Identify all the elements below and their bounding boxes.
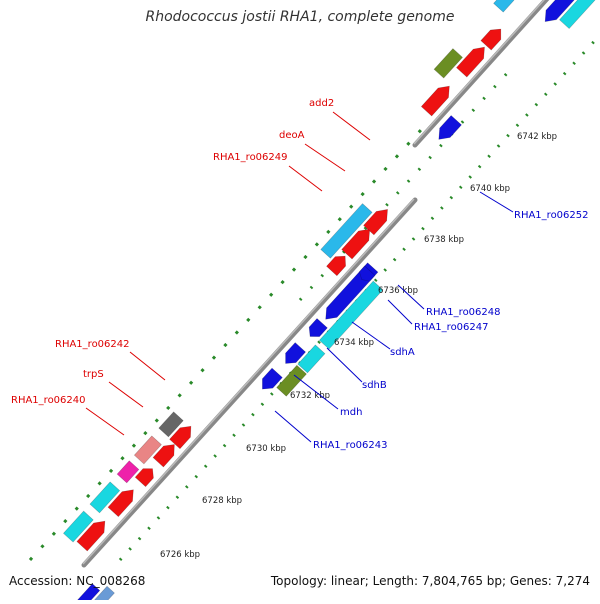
gene-reverse-1 [262,367,283,390]
genome-title: Rhodococcus jostii RHA1, complete genome [145,9,455,25]
gene-label-rha1_ro06240: RHA1_ro06240 [11,395,86,406]
genome-summary: Topology: linear; Length: 7,804,765 bp; … [270,574,590,588]
backbone-segment-upper [412,0,550,148]
gene-forward-8 [363,209,388,236]
gene-label-rha1_ro06247: RHA1_ro06247 [414,322,489,333]
scale-label-5: 6736 kbp [378,286,418,296]
gene-forward-1 [76,520,106,552]
gene-forward-4 [152,444,175,468]
gene-forward-10 [456,46,485,78]
feature-sky-1 [320,203,373,259]
scale-label-8: 6742 kbp [517,132,557,142]
gene-forward-9 [420,85,450,117]
feature-cyan-2 [89,481,121,514]
scale-label-2: 6730 kbp [246,444,286,454]
scale-label-4: 6734 kbp [334,338,374,348]
scale-label-7: 6740 kbp [470,184,510,194]
gene-label-rha1_ro06252: RHA1_ro06252 [514,210,589,221]
leader-line-sdhB [326,347,363,383]
gene-label-rha1_ro06243: RHA1_ro06243 [313,440,388,451]
feature-olive-2 [276,364,307,397]
gene-reverse-6 [438,115,462,140]
scale-label-3: 6732 kbp [290,391,330,401]
feature-pink-1 [133,435,162,465]
gene-reverse-3 [308,318,328,337]
leader-line-rha1_ro06240 [85,407,125,436]
feature-cyan-4 [318,280,384,350]
leader-line-sdhA [351,321,391,350]
gene-reverse-2 [285,342,306,364]
feature-sky-2 [493,0,515,13]
tick-track-outer-left [28,118,432,562]
gene-forward-5 [169,425,192,450]
gene-forward-11 [480,28,502,51]
scale-label-6: 6738 kbp [424,235,464,245]
gene-bottom-clipped-1 [75,583,101,604]
gene-label-mdh: mdh [340,407,362,418]
feature-olive-1 [433,48,463,79]
accession-value: NC_008268 [76,574,146,588]
accession-label: Accession: [9,574,73,588]
leader-line-rha1_ro06249 [288,165,323,192]
scale-label-1: 6728 kbp [202,496,242,506]
gene-label-sdhB: sdhB [362,380,387,391]
gene-forward-7 [341,228,371,260]
gene-forward-2 [107,489,134,518]
gene-reverse-5 [359,265,376,282]
backbone-segment-lower [81,197,418,568]
leader-line-rha1_ro06243 [274,410,312,443]
accession-info: Accession: NC_008268 [9,574,145,588]
gene-label-sdhA: sdhA [390,347,415,358]
leader-line-rha1_ro06248 [397,284,425,310]
gene-label-rha1_ro06242: RHA1_ro06242 [55,339,130,350]
feature-cyan-5 [559,0,596,29]
leader-line-mdh [293,374,339,410]
backbone-segment-lower-highlight [82,198,415,565]
scale-label-0: 6726 kbp [160,550,200,560]
gene-forward-3 [134,468,154,488]
gene-forward-6 [326,255,346,277]
feature-cyan-3 [297,344,326,374]
leader-line-deoA [304,143,346,172]
feature-magenta-1 [116,460,140,484]
leader-line-rha1_ro06242 [129,351,166,381]
gene-label-deoA: deoA [279,130,305,141]
leader-line-add2 [332,111,371,141]
gene-label-rha1_ro06248: RHA1_ro06248 [426,307,501,318]
feature-cyan-1 [63,510,94,543]
gene-label-add2: add2 [309,98,334,109]
leader-line-trpS [108,381,144,408]
gene-reverse-7 [544,0,575,22]
feature-grey-1 [158,411,184,438]
backbone-segment-upper-highlight [413,0,545,145]
gene-label-trpS: trpS [83,369,104,380]
leader-line-rha1_ro06247 [387,299,413,325]
leader-line-rha1_ro06252 [479,191,514,213]
gene-label-rha1_ro06249: RHA1_ro06249 [213,152,288,163]
